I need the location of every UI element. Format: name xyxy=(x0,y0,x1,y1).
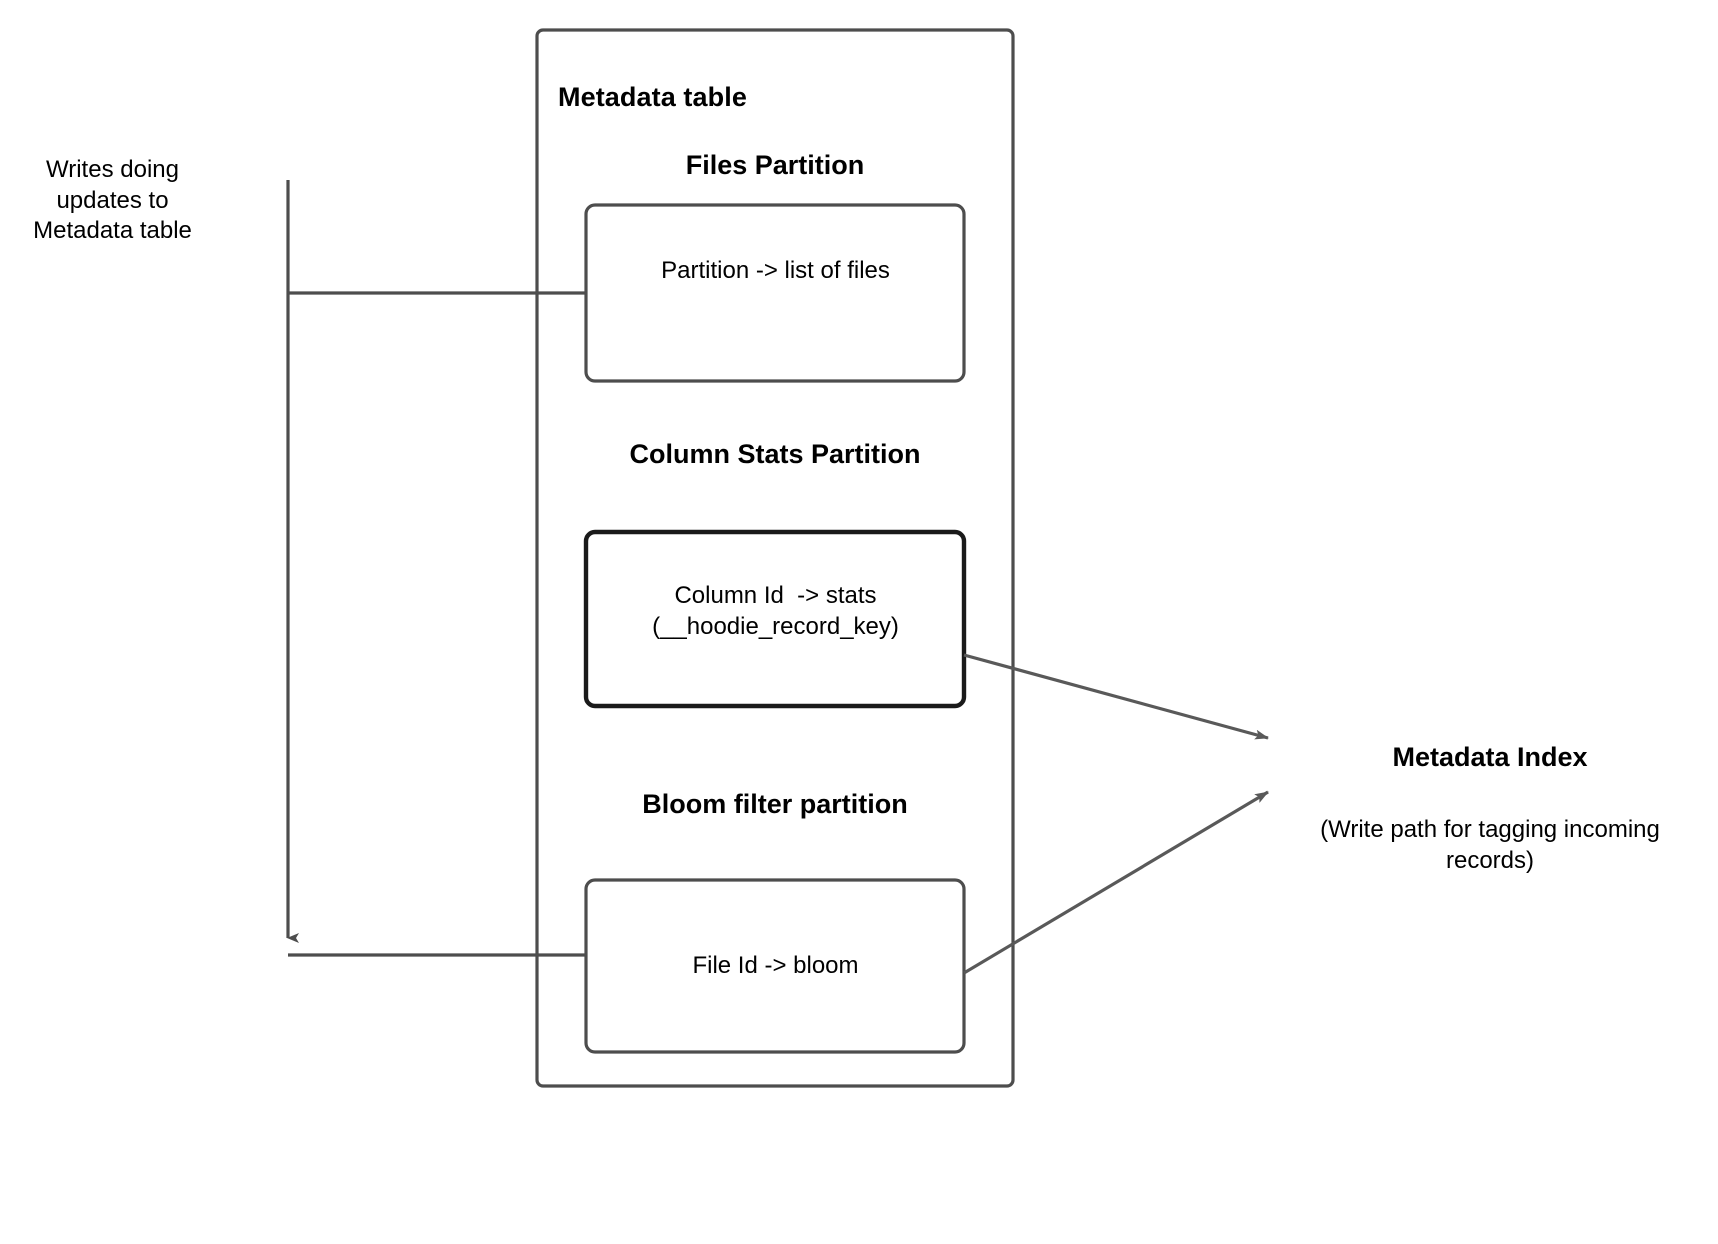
column-stats-partition-heading: Column Stats Partition xyxy=(629,439,921,469)
metadata-table-container xyxy=(535,28,1015,1088)
bloom-filter-partition-heading: Bloom filter partition xyxy=(642,789,908,819)
metadata-index-title: Metadata Index xyxy=(1392,742,1588,772)
files-partition-heading: Files Partition xyxy=(685,150,865,180)
files-partition-box xyxy=(584,203,966,383)
metadata-index-caption: (Write path for tagging incoming records… xyxy=(1320,816,1667,874)
files-partition-box-label: Partition -> list of files xyxy=(661,257,890,284)
writes-annotation-label: Writes doing updates to Metadata table xyxy=(33,156,192,245)
metadata-table-title: Metadata table xyxy=(558,82,747,112)
column-stats-to-index-arrow xyxy=(963,653,1269,740)
bloom-filter-partition-box-label: File Id -> bloom xyxy=(692,952,859,979)
bloom-to-index-arrow xyxy=(963,790,1269,975)
column-stats-partition-box-label: Column Id -> stats (__hoodie_record_key) xyxy=(652,582,899,640)
